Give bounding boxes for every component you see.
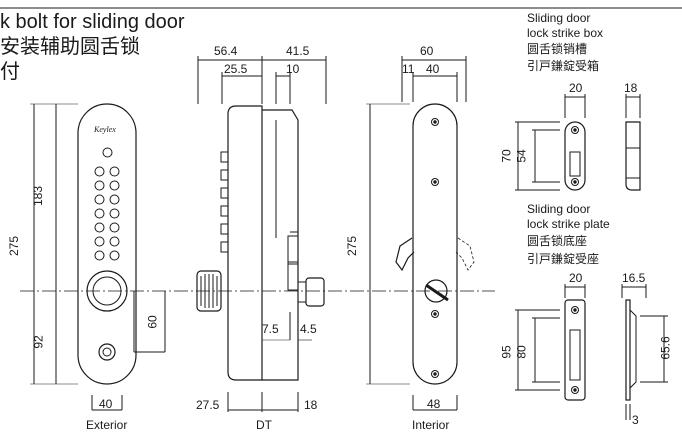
- keypad: [94, 166, 120, 261]
- interior-view-label: Interior: [412, 418, 450, 432]
- title-chinese: 安装辅助圆舌锁: [0, 36, 140, 58]
- exterior-knob-inner: [92, 276, 122, 306]
- side-bolt-a-label: 7.5: [262, 322, 279, 336]
- strike-plate-height-side: 65.6: [658, 336, 673, 360]
- strike-plate-en1: Sliding door: [527, 202, 591, 216]
- brand-logo: Keylex: [93, 125, 116, 134]
- interior-thumbturn: [424, 279, 448, 303]
- strike-box-height-inner: 54: [514, 149, 529, 163]
- key-cylinder: [98, 343, 116, 361]
- strike-box-jp: 引戸鎌錠受箱: [527, 59, 600, 73]
- side-view-label: DT: [256, 418, 272, 432]
- strike-plate-drawing: [515, 284, 668, 420]
- interior-width-top-label: 60: [420, 44, 434, 58]
- exterior-view: Keylex: [30, 103, 166, 411]
- side-depth-inner-label: 25.5: [224, 62, 248, 76]
- side-door-plate: [262, 109, 299, 381]
- exterior-handle-offset-label: 60: [145, 315, 160, 329]
- strike-plate-thickness: 3: [632, 413, 639, 427]
- strike-plate-jp: 引戸鎌錠受座: [527, 252, 600, 266]
- side-thumbturn: [305, 277, 325, 307]
- interior-width-bottom-label: 48: [427, 397, 441, 411]
- strike-plate-height-inner: 80: [514, 345, 529, 359]
- side-bolt-b-label: 4.5: [300, 322, 317, 336]
- interior-height-label: 275: [345, 235, 360, 257]
- exterior-width-label: 40: [99, 397, 113, 411]
- exterior-keypad-label: 183: [31, 185, 46, 207]
- strike-plate-en2: lock strike plate: [527, 217, 610, 231]
- title-japanese: 付: [0, 61, 20, 83]
- side-right-inner-label: 10: [286, 62, 300, 76]
- exterior-body: [77, 103, 137, 385]
- strike-box-width-side: 18: [624, 81, 638, 95]
- interior-lever: [395, 237, 415, 272]
- strike-plate-height-outer: 95: [499, 345, 514, 359]
- interior-body: [412, 103, 458, 385]
- side-bottom-right-label: 18: [304, 398, 318, 412]
- side-knob: [196, 270, 222, 312]
- strike-box-width-front: 20: [569, 81, 583, 95]
- strike-box-height-outer: 70: [499, 149, 514, 163]
- side-body: [227, 105, 263, 381]
- top-button: [102, 147, 113, 158]
- side-right-total-label: 41.5: [286, 44, 310, 58]
- strike-box-en2: lock strike box: [527, 26, 604, 40]
- exterior-height-label: 275: [7, 235, 22, 257]
- strike-plate-width-side: 16.5: [622, 271, 646, 285]
- exterior-knob-outer: [86, 270, 128, 312]
- side-depth-total-label: 56.4: [214, 44, 238, 58]
- side-view: [196, 56, 327, 412]
- strike-box-cn: 圆舌锁销槽: [527, 42, 588, 56]
- interior-width-a-label: 11: [402, 62, 415, 76]
- strike-box-en1: Sliding door: [527, 11, 591, 25]
- exterior-bottom-label: 92: [31, 335, 46, 349]
- title-english: k bolt for sliding door: [0, 11, 185, 33]
- strike-plate-cn: 圆舌锁底座: [527, 234, 588, 248]
- strike-box-drawing: [515, 94, 641, 191]
- side-bottom-left-label: 27.5: [196, 398, 220, 412]
- interior-width-b-label: 40: [426, 62, 440, 76]
- exterior-view-label: Exterior: [86, 418, 128, 432]
- strike-plate-width-front: 20: [569, 271, 583, 285]
- side-buttons: [220, 151, 229, 253]
- interior-view: [366, 56, 475, 411]
